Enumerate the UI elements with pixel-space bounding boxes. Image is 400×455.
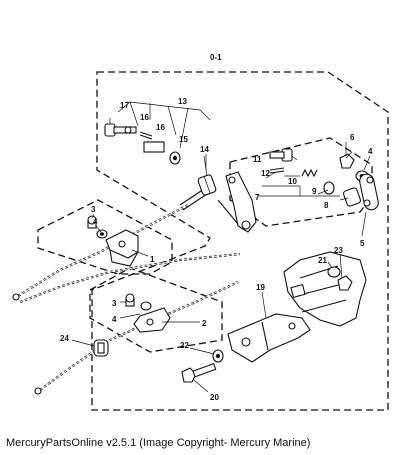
callout-4-left: 4 xyxy=(93,217,98,226)
washer-4-lower xyxy=(140,301,152,311)
callout-3-upper: 3 xyxy=(91,205,96,214)
callout-4-lower: 4 xyxy=(112,315,117,324)
callout-20: 20 xyxy=(210,393,219,402)
callout-3-lower: 3 xyxy=(112,299,117,308)
washer-15 xyxy=(169,151,181,165)
pin-17 xyxy=(104,123,137,137)
washer-9 xyxy=(323,181,335,195)
bracket-13 xyxy=(117,101,211,121)
copyright-caption: MercuryPartsOnline v2.5.1 (Image Copyrig… xyxy=(6,437,311,449)
throttle-cable-lower xyxy=(39,281,239,391)
callout-2: 2 xyxy=(202,319,207,328)
callout-14: 14 xyxy=(200,145,209,154)
callout-8: 8 xyxy=(324,201,329,210)
callout-1: 1 xyxy=(150,255,155,264)
cotter-pin-12 xyxy=(269,167,285,174)
bolt-20 xyxy=(181,362,217,383)
bracket-19 xyxy=(227,313,311,363)
callout-6: 6 xyxy=(350,133,355,142)
callout-19: 19 xyxy=(256,283,265,292)
callout-13: 13 xyxy=(178,97,187,106)
callout-16-spring: 16 xyxy=(156,123,165,132)
grommet-24 xyxy=(93,339,109,357)
callout-15: 15 xyxy=(179,135,188,144)
callout-0-1: 0-1 xyxy=(210,53,222,62)
bolt-23 xyxy=(337,275,353,291)
screw-3-lower xyxy=(125,293,135,307)
callout-24: 24 xyxy=(60,334,69,343)
bracket-2 xyxy=(133,307,171,333)
pin-11 xyxy=(269,148,293,162)
callout-21: 21 xyxy=(318,256,327,265)
callout-17: 17 xyxy=(120,101,129,110)
spring-16 xyxy=(143,140,165,153)
washer-4-upper xyxy=(96,229,108,239)
washer-22 xyxy=(212,349,224,363)
cotter-pin-16 xyxy=(139,131,153,140)
callout-5: 5 xyxy=(360,239,365,248)
callout-22: 22 xyxy=(180,341,189,350)
bolt-6 xyxy=(339,142,355,169)
parts-exploded-diagram: 0-1 13 17 16 16 15 14 6 4 11 12 10 9 7 8… xyxy=(12,53,389,411)
kit-outline xyxy=(91,71,389,411)
nut-21 xyxy=(327,266,341,278)
callout-7: 7 xyxy=(255,193,260,202)
link-5 xyxy=(359,173,379,211)
barrel-14 xyxy=(197,174,217,196)
callout-23: 23 xyxy=(334,246,343,255)
callout-11: 11 xyxy=(253,155,262,164)
callout-10: 10 xyxy=(288,177,297,186)
bracket-1 xyxy=(105,229,139,267)
callout-4-upper: 4 xyxy=(368,147,373,156)
subgroup-outline-left-upper xyxy=(37,199,173,275)
callout-9: 9 xyxy=(312,187,317,196)
barrel-8 xyxy=(342,187,362,207)
lever-7 xyxy=(217,171,257,233)
callout-16-cotter: 16 xyxy=(140,113,149,122)
screw-3-upper xyxy=(87,215,97,229)
spring-10 xyxy=(301,168,318,178)
callout-12: 12 xyxy=(261,169,270,178)
